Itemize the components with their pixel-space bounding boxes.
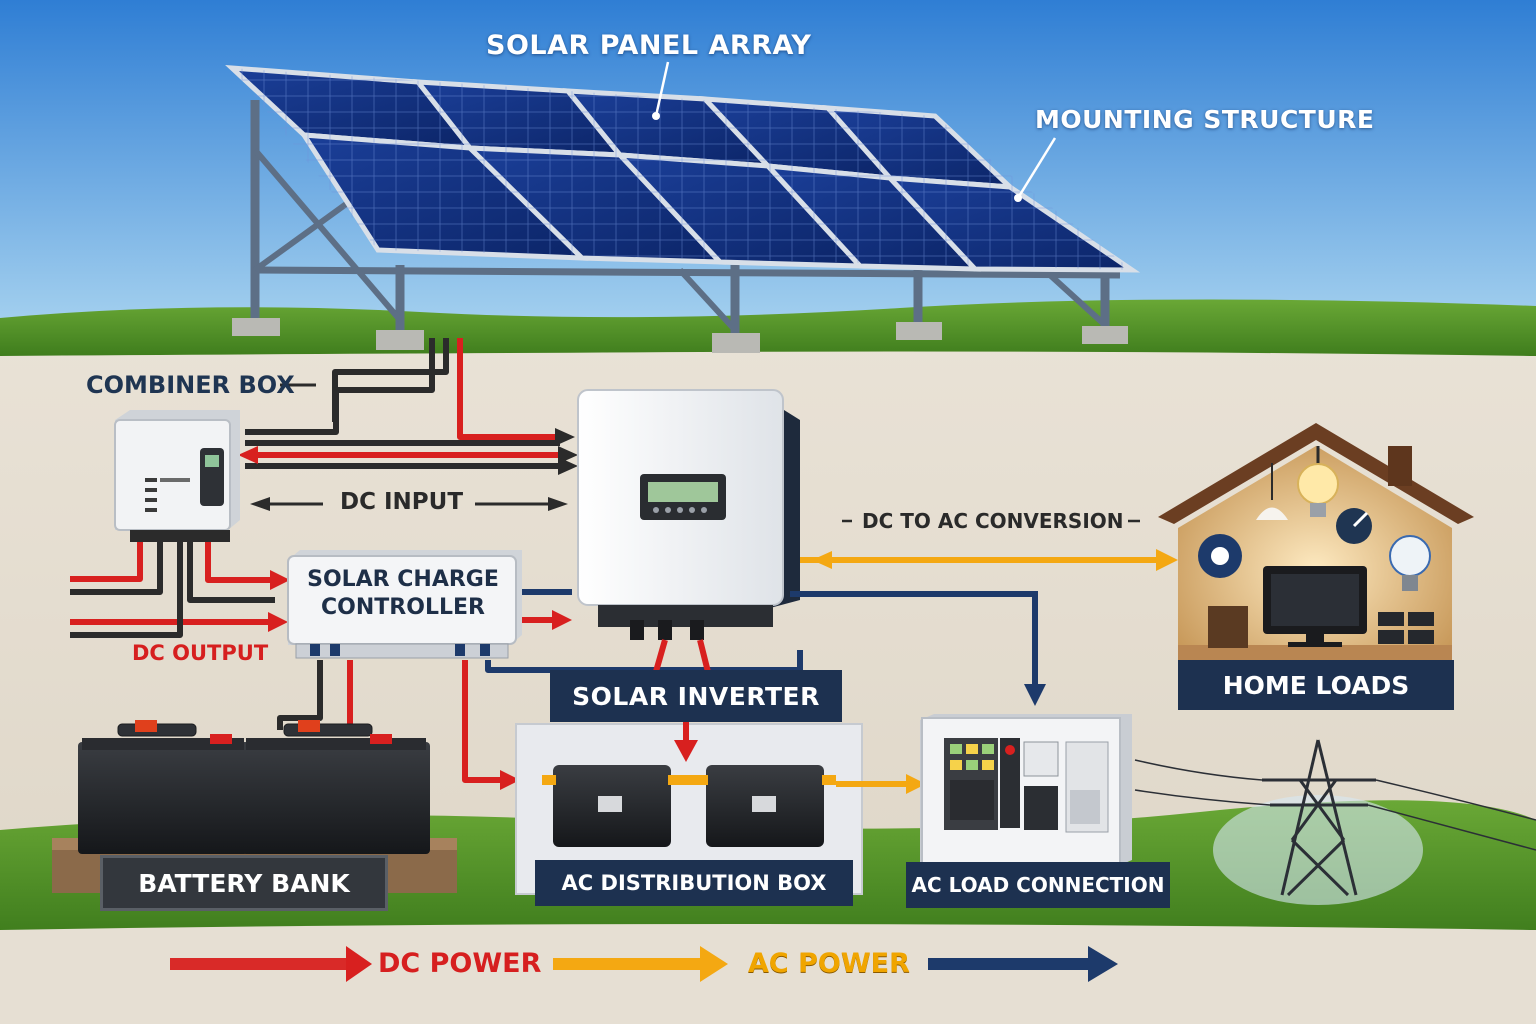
dc-input-label: DC INPUT	[340, 489, 464, 515]
combiner-to-inverter-wires	[245, 440, 560, 469]
dc-output-label: DC OUTPUT	[132, 641, 269, 665]
solar-inverter-label: SOLAR INVERTER	[550, 670, 842, 722]
legend-dc-arrowhead	[346, 946, 372, 982]
grid-feed-arrowhead	[1024, 684, 1046, 706]
inverter-down-wires	[652, 639, 711, 676]
dc-output-wires	[70, 535, 803, 783]
panel-cell-grid	[232, 68, 1132, 270]
array-down-wires	[245, 338, 565, 440]
path-strip	[0, 924, 1536, 1024]
legend-ac-power-label: AC POWER	[748, 948, 910, 979]
legend-ac-arrow	[553, 958, 701, 970]
battery-bank-label: BATTERY BANK	[100, 855, 388, 911]
mounting-leader-dot	[1014, 194, 1022, 202]
dc-input-arrows	[238, 428, 578, 511]
distribution-to-load-arrowhead	[906, 774, 926, 794]
ac-distribution-box-label: AC DISTRIBUTION BOX	[535, 860, 853, 906]
dc-output-arrowheads	[268, 570, 572, 790]
solar-charge-controller-line1: SOLAR CHARGE	[307, 567, 499, 592]
home-loads-label: HOME LOADS	[1178, 660, 1454, 710]
legend-dc-arrow	[170, 958, 358, 970]
mounting-structure-label: MOUNTING STRUCTURE	[1035, 105, 1375, 134]
dc-to-ac-arrowhead	[1156, 549, 1178, 571]
solar-charge-controller-label: SOLAR CHARGE CONTROLLER	[296, 566, 510, 622]
legend-ac-arrowhead	[700, 946, 728, 982]
mounting-leader	[1016, 137, 1057, 199]
charge-controller	[287, 550, 522, 659]
breaker-panel-icon	[920, 714, 1132, 867]
combiner-box	[114, 410, 240, 542]
solar-charge-controller-line2: CONTROLLER	[321, 595, 485, 620]
solar-panel-array-label: SOLAR PANEL ARRAY	[486, 30, 812, 61]
inverter-to-distribution-arrowhead	[674, 740, 698, 762]
television-icon	[1208, 566, 1434, 648]
mounting-footings	[232, 318, 1128, 353]
light-bulb-icon	[1256, 446, 1431, 591]
dc-to-ac-arrowtail	[812, 551, 832, 569]
solar-array-leader-dot	[652, 112, 660, 120]
solar-array-leader	[654, 61, 670, 117]
legend-dc-power-label: DC POWER	[378, 948, 542, 979]
grid-feed-wire	[790, 591, 1038, 688]
inverter-icon	[577, 389, 800, 640]
dc-to-ac-conversion-label: DC TO AC CONVERSION	[862, 509, 1124, 533]
legend-grid-arrowhead	[1088, 946, 1118, 982]
legend-grid-arrow	[928, 958, 1090, 970]
combiner-box-label: COMBINER BOX	[86, 371, 295, 399]
power-pylon-icon	[1134, 739, 1536, 905]
mounting-structure	[250, 100, 1121, 335]
appliance-icons	[1198, 508, 1372, 578]
ac-load-connection-label: AC LOAD CONNECTION	[906, 862, 1170, 908]
